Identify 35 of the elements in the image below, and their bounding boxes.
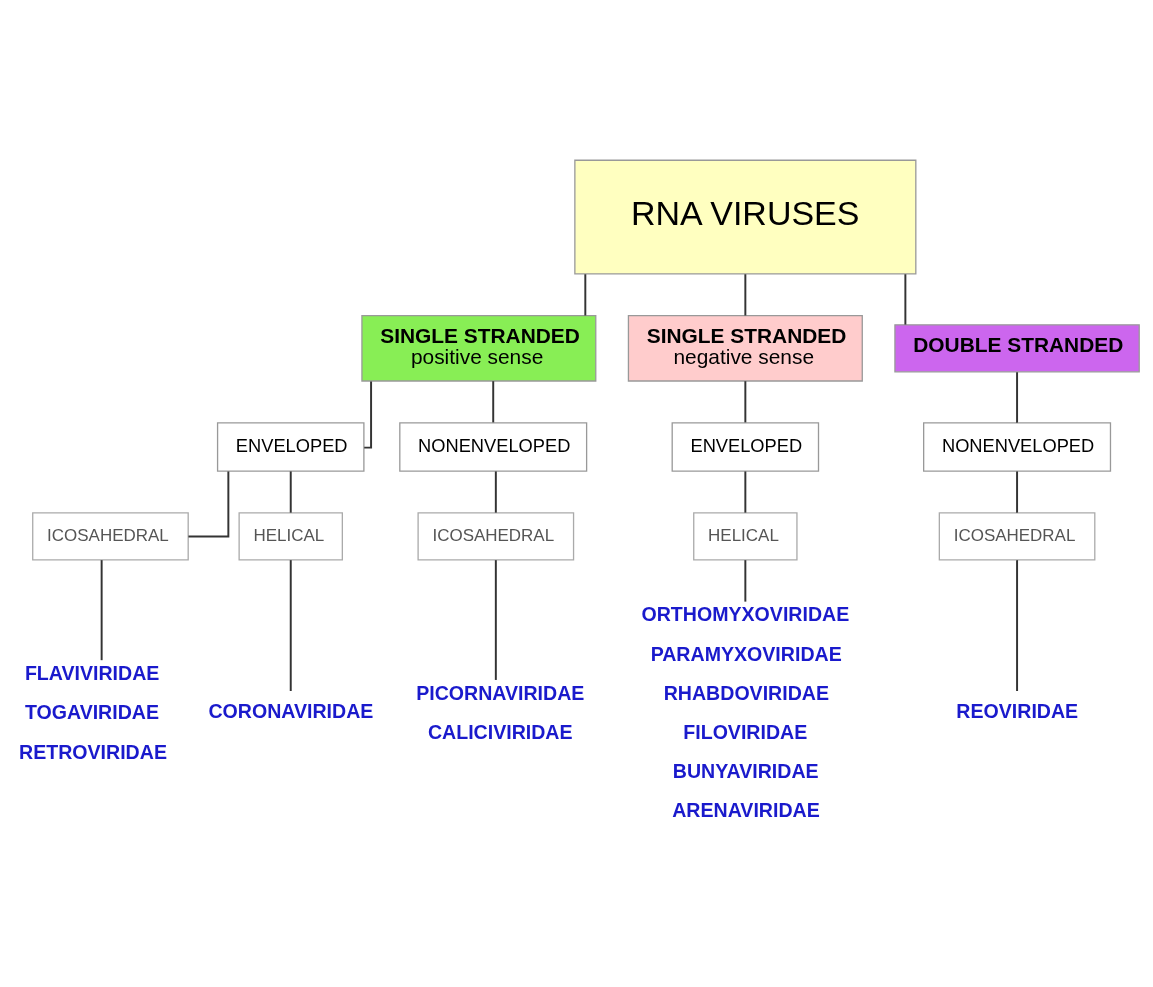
node-box: ICOSAHEDRAL	[417, 511, 575, 561]
node-box: HELICAL	[693, 511, 798, 561]
node-box: NONENVELOPED	[399, 421, 588, 472]
node-box: NONENVELOPED	[923, 421, 1112, 472]
node-text: ORTHOMYXOVIRIDAE PARAMYXOVIRIDAE RHABDOVIRIDAE FILOVIRIDAE BUNYAVIRIDAE ARENAVIRIDAE	[641, 602, 850, 821]
node-text: FLAVIVIRIDAE TOGAVIRIDAE RETROVIRIDAE	[19, 661, 167, 763]
node-box: ENVELOPED	[216, 421, 365, 472]
node-box: DOUBLE STRANDED	[894, 323, 1140, 372]
connector	[289, 558, 292, 692]
node-text: REOVIRIDAE	[956, 699, 1079, 722]
node-box: ICOSAHEDRAL	[32, 511, 189, 561]
connector	[744, 558, 747, 603]
node-text: CORONAVIRIDAE	[208, 699, 374, 722]
connector	[187, 469, 230, 537]
connector	[1016, 469, 1019, 514]
node-box: SINGLE STRANDED negative sense	[627, 314, 863, 382]
connector	[1016, 370, 1019, 424]
node-box: HELICAL	[238, 511, 343, 561]
connector	[904, 272, 907, 326]
connector	[744, 272, 747, 316]
node-box: RNA VIRUSES	[574, 159, 917, 275]
node-box: ICOSAHEDRAL	[938, 511, 1096, 561]
connector	[363, 379, 373, 449]
connector	[584, 272, 587, 316]
connector	[494, 558, 497, 681]
connector	[100, 558, 103, 661]
connector	[492, 379, 495, 423]
connector	[494, 469, 497, 514]
connector	[744, 469, 747, 514]
node-text: PICORNAVIRIDAE CALICIVIRIDAE	[416, 681, 585, 743]
connector	[289, 469, 292, 514]
connector	[1016, 558, 1019, 692]
node-box: ENVELOPED	[671, 421, 820, 472]
node-box: SINGLE STRANDED positive sense	[361, 314, 597, 382]
connector	[744, 379, 747, 423]
